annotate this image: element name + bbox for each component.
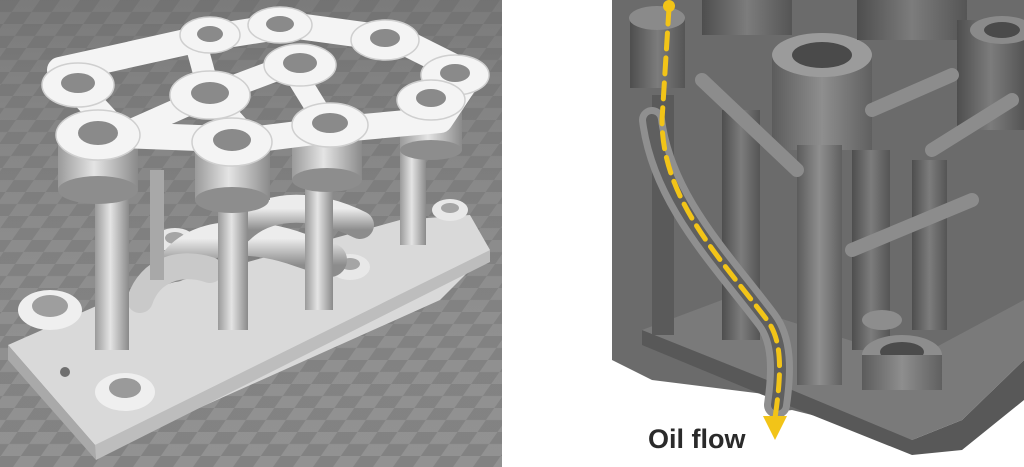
cutaway-manifold-image (612, 0, 1024, 467)
oil-flow-label: Oil flow (648, 424, 746, 454)
oil-flow-path (659, 0, 787, 440)
cutaway-manifold-illustration (612, 0, 1024, 455)
cutaway-struts (695, 68, 1019, 257)
base-plate (8, 199, 490, 460)
printed-manifold-image (0, 0, 502, 467)
ring-holes (61, 16, 470, 151)
printed-manifold-illustration (0, 0, 502, 467)
oil-flow-arrowhead (763, 416, 787, 440)
top-ring-lattice (41, 6, 490, 167)
